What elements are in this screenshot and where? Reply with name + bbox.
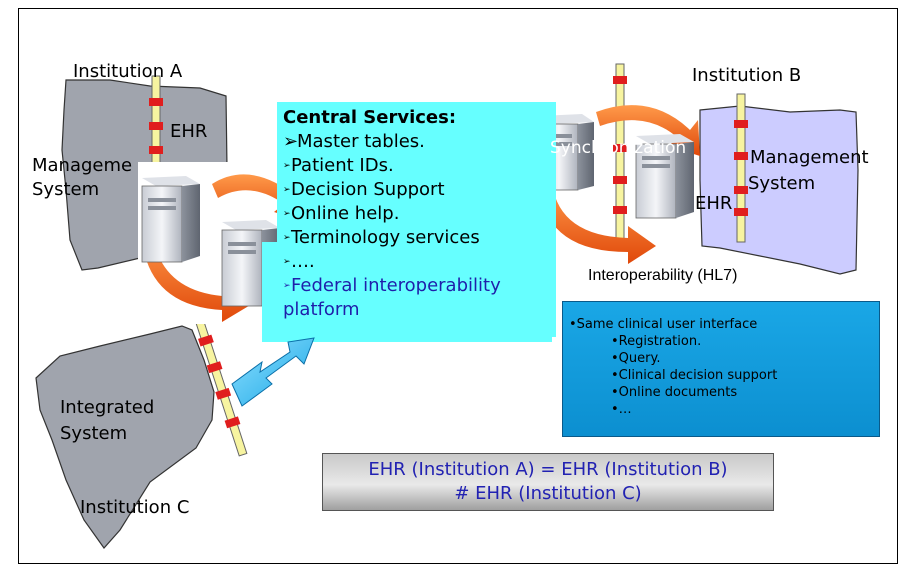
ehr-bar-b xyxy=(734,93,748,243)
central-services-item-text: Patient IDs. xyxy=(291,155,394,176)
central-services-item: ➢Online help. xyxy=(283,202,501,226)
institution-a-label: Institution A xyxy=(73,61,183,82)
mgmt-a-line2: System xyxy=(32,179,100,200)
integrated-line1: Integrated xyxy=(60,397,155,418)
central-services-item-text: Master tables. xyxy=(297,131,425,152)
bullet-arrow-icon: ➢ xyxy=(283,161,291,171)
clinical-ui-title-text: Same clinical user interface xyxy=(576,317,758,332)
interoperability-label: Interoperability (HL7) xyxy=(588,267,738,284)
slide-frame xyxy=(18,8,898,564)
clinical-ui-title: •Same clinical user interface xyxy=(569,317,758,332)
server-icon xyxy=(141,176,200,263)
central-services-title: Central Services: xyxy=(283,107,457,128)
bullet-arrow-icon: ➢ xyxy=(283,209,291,219)
bullet-arrow-icon: ➢ xyxy=(283,185,291,195)
central-services-item: ➢Decision Support xyxy=(283,178,501,202)
central-services-box xyxy=(262,102,556,342)
clinical-ui-item-text: Online documents xyxy=(618,385,738,400)
central-services-item-text: Terminology services xyxy=(291,227,480,248)
mgmt-b-line1: Management xyxy=(750,147,869,168)
ehr-b-label: EHR xyxy=(695,193,733,214)
bullet-arrow-icon: ➢ xyxy=(283,281,291,291)
central-services-list: Central Services: ➢Master tables.➢Patien… xyxy=(283,106,501,322)
central-services-item: ➢…. xyxy=(283,250,501,274)
central-services-item: ➢Patient IDs. xyxy=(283,154,501,178)
bullet-arrow-icon: ➢ xyxy=(283,233,291,243)
central-services-item-text: …. xyxy=(291,251,315,272)
clinical-ui-item-text: Clinical decision support xyxy=(618,368,778,383)
clinical-ui-item: •Query. xyxy=(611,351,661,366)
clinical-ui-item-text: Query. xyxy=(618,351,661,366)
clinical-ui-box: •Same clinical user interface •Registrat… xyxy=(562,301,880,437)
central-services-items: ➢Master tables.➢Patient IDs.➢Decision Su… xyxy=(283,130,501,274)
integrated-line2: System xyxy=(60,423,128,444)
synchronization-label: Synchronization xyxy=(550,138,687,158)
mgmt-b-line2: System xyxy=(748,173,816,194)
ehr-bar-c xyxy=(193,313,248,457)
bullet-arrow-icon: ➢ xyxy=(283,257,291,267)
clinical-ui-item: •Clinical decision support xyxy=(611,368,778,383)
clinical-ui-item-text: … xyxy=(618,402,632,417)
clinical-ui-item: •Online documents xyxy=(611,385,738,400)
mgmt-a-line1: Manageme xyxy=(32,155,133,176)
institution-c-shape xyxy=(35,325,215,549)
federal-platform-line1: ➢Federal interoperability xyxy=(283,274,501,298)
federal-platform-line2: platform xyxy=(283,299,360,320)
equation-line1: EHR (Institution A) = EHR (Institution B… xyxy=(368,459,728,480)
institution-b-label: Institution B xyxy=(692,65,802,86)
ehr-equation-box: EHR (Institution A) = EHR (Institution B… xyxy=(322,453,774,511)
clinical-ui-item: •… xyxy=(611,402,632,417)
central-services-item: ➢Master tables. xyxy=(283,130,501,154)
ehr-a-label: EHR xyxy=(170,121,208,142)
equation-line2: # EHR (Institution C) xyxy=(454,483,642,504)
bullet-arrow-icon: ➢ xyxy=(283,131,299,152)
institution-c-label: Institution C xyxy=(80,497,190,518)
clinical-ui-items: •Registration. •Query. •Clinical decision … xyxy=(611,333,777,418)
clinical-ui-item-text: Registration. xyxy=(618,334,702,349)
central-services-box-extension xyxy=(262,242,552,342)
federal-platform-text: Federal interoperability xyxy=(291,275,501,296)
central-services-item-text: Decision Support xyxy=(291,179,445,200)
central-services-item-text: Online help. xyxy=(291,203,400,224)
server-icon xyxy=(635,134,694,219)
clinical-ui-item: •Registration. xyxy=(611,334,702,349)
central-services-item: ➢Terminology services xyxy=(283,226,501,250)
